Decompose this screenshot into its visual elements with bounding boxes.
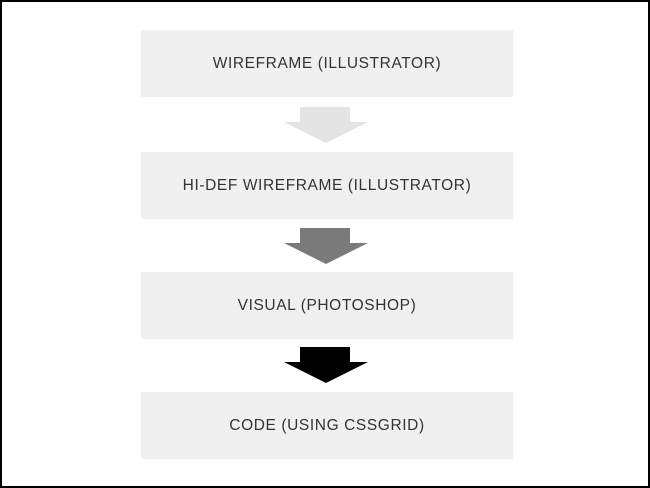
step-hi-def-wireframe: HI-DEF WIREFRAME (ILLUSTRATOR) [141,152,513,219]
down-arrow-icon [282,228,370,264]
step-visual: VISUAL (PHOTOSHOP) [141,272,513,339]
step-label: VISUAL (PHOTOSHOP) [237,296,417,314]
step-label: CODE (USING CSSGRID) [229,416,425,434]
arrow-shape [284,107,368,143]
arrow-shape [284,347,368,383]
step-label: WIREFRAME (ILLUSTRATOR) [212,54,442,72]
arrow-shape [284,228,368,264]
step-code: CODE (USING CSSGRID) [141,392,513,459]
step-wireframe: WIREFRAME (ILLUSTRATOR) [141,30,513,97]
step-label: HI-DEF WIREFRAME (ILLUSTRATOR) [182,176,472,194]
down-arrow-icon [282,347,370,383]
down-arrow-icon [282,107,370,143]
